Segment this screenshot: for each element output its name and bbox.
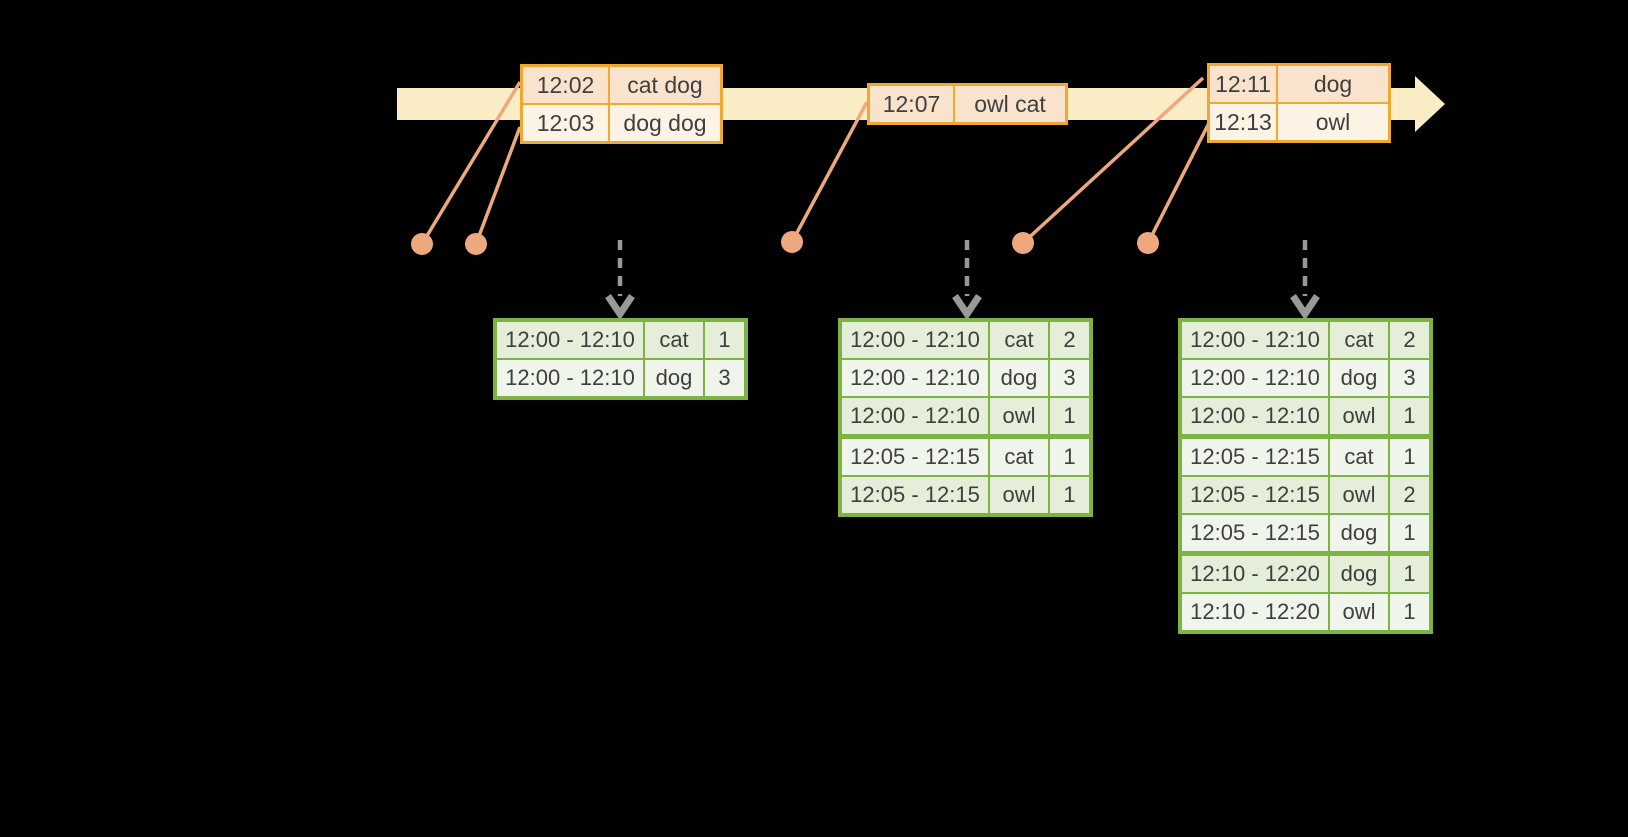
result-table: 12:00 - 12:10 cat 2 12:00 - 12:10 dog 3 … — [1178, 318, 1433, 634]
event-dot — [1012, 232, 1034, 254]
event-table: 12:07 owl cat — [867, 83, 1068, 125]
count-cell: 1 — [1050, 477, 1089, 513]
table-row: 12:10 - 12:20 dog 1 — [1182, 556, 1429, 592]
window-cell: 12:05 - 12:15 — [1182, 477, 1328, 513]
window-cell: 12:00 - 12:10 — [842, 398, 988, 434]
word-cell: owl — [1330, 398, 1388, 434]
event-words-cell: dog dog — [610, 105, 720, 141]
event-words-cell: dog — [1278, 66, 1388, 102]
count-cell: 1 — [1390, 515, 1429, 551]
word-cell: cat — [990, 439, 1048, 475]
connector-line — [1021, 76, 1205, 245]
word-cell: cat — [1330, 439, 1388, 475]
event-dot — [781, 231, 803, 253]
event-words-cell: cat dog — [610, 67, 720, 103]
window-cell: 12:05 - 12:15 — [842, 477, 988, 513]
word-cell: owl — [1330, 477, 1388, 513]
count-cell: 2 — [1390, 477, 1429, 513]
word-cell: cat — [990, 322, 1048, 358]
table-row: 12:00 - 12:10 cat 1 — [497, 322, 744, 358]
count-cell: 1 — [1390, 398, 1429, 434]
event-words-cell: owl cat — [955, 86, 1065, 122]
event-time-cell: 12:07 — [870, 86, 953, 122]
table-row: 12:10 - 12:20 owl 1 — [1182, 594, 1429, 630]
result-table: 12:00 - 12:10 cat 2 12:00 - 12:10 dog 3 … — [838, 318, 1093, 517]
connector-line — [474, 126, 522, 245]
window-cell: 12:00 - 12:10 — [842, 360, 988, 396]
table-row: 12:05 - 12:15 owl 1 — [842, 477, 1089, 513]
table-row: 12:00 - 12:10 dog 3 — [1182, 360, 1429, 396]
word-cell: dog — [1330, 515, 1388, 551]
connector-line — [420, 81, 522, 245]
window-cell: 12:00 - 12:10 — [497, 322, 643, 358]
word-cell: dog — [645, 360, 703, 396]
count-cell: 1 — [705, 322, 744, 358]
word-cell: dog — [990, 360, 1048, 396]
count-cell: 1 — [1390, 594, 1429, 630]
count-cell: 3 — [1390, 360, 1429, 396]
window-cell: 12:00 - 12:10 — [1182, 360, 1328, 396]
count-cell: 1 — [1050, 398, 1089, 434]
table-row: 12:00 - 12:10 owl 1 — [842, 398, 1089, 434]
down-arrow-icon — [605, 294, 635, 321]
window-cell: 12:10 - 12:20 — [1182, 556, 1328, 592]
event-dot — [1137, 232, 1159, 254]
table-row: 12:00 - 12:10 owl 1 — [1182, 398, 1429, 434]
down-arrow-icon — [1290, 294, 1320, 321]
count-cell: 3 — [1050, 360, 1089, 396]
count-cell: 1 — [1390, 439, 1429, 475]
table-row: 12:05 - 12:15 owl 2 — [1182, 477, 1429, 513]
window-cell: 12:05 - 12:15 — [1182, 515, 1328, 551]
word-cell: owl — [990, 398, 1048, 434]
connector-line — [1146, 122, 1211, 244]
window-cell: 12:00 - 12:10 — [1182, 322, 1328, 358]
event-time-cell: 12:02 — [523, 67, 608, 103]
event-table: 12:02 cat dog 12:03 dog dog — [520, 64, 723, 144]
result-table: 12:00 - 12:10 cat 1 12:00 - 12:10 dog 3 — [493, 318, 748, 400]
word-cell: owl — [990, 477, 1048, 513]
event-table: 12:11 dog 12:13 owl — [1207, 63, 1391, 143]
window-cell: 12:10 - 12:20 — [1182, 594, 1328, 630]
word-cell: owl — [1330, 594, 1388, 630]
event-time-cell: 12:13 — [1210, 104, 1276, 140]
event-time-cell: 12:03 — [523, 105, 608, 141]
event-words-cell: owl — [1278, 104, 1388, 140]
window-cell: 12:05 - 12:15 — [1182, 439, 1328, 475]
event-dot — [411, 233, 433, 255]
timeline-arrowhead-icon — [1415, 76, 1445, 132]
connector-line — [790, 101, 869, 243]
down-arrow-icon — [952, 294, 982, 321]
table-row: 12:05 - 12:15 cat 1 — [1182, 439, 1429, 475]
count-cell: 2 — [1390, 322, 1429, 358]
count-cell: 1 — [1050, 439, 1089, 475]
count-cell: 3 — [705, 360, 744, 396]
table-row: 12:00 - 12:10 cat 2 — [842, 322, 1089, 358]
word-cell: cat — [1330, 322, 1388, 358]
table-row: 12:00 - 12:10 cat 2 — [1182, 322, 1429, 358]
window-cell: 12:05 - 12:15 — [842, 439, 988, 475]
word-cell: dog — [1330, 556, 1388, 592]
table-row: 12:00 - 12:10 dog 3 — [842, 360, 1089, 396]
count-cell: 1 — [1390, 556, 1429, 592]
table-row: 12:00 - 12:10 dog 3 — [497, 360, 744, 396]
word-cell: cat — [645, 322, 703, 358]
event-time-cell: 12:11 — [1210, 66, 1276, 102]
table-row: 12:05 - 12:15 dog 1 — [1182, 515, 1429, 551]
count-cell: 2 — [1050, 322, 1089, 358]
window-cell: 12:00 - 12:10 — [1182, 398, 1328, 434]
window-cell: 12:00 - 12:10 — [842, 322, 988, 358]
table-row: 12:05 - 12:15 cat 1 — [842, 439, 1089, 475]
event-dot — [465, 233, 487, 255]
word-cell: dog — [1330, 360, 1388, 396]
window-cell: 12:00 - 12:10 — [497, 360, 643, 396]
